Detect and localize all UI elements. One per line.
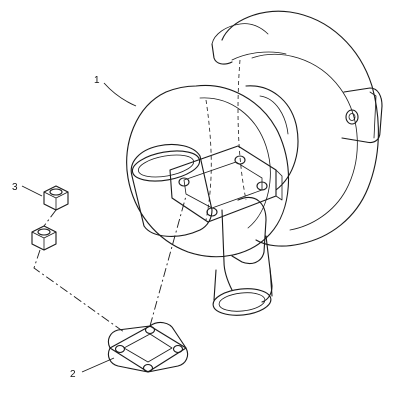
gasket	[107, 321, 189, 373]
assembly-centerline-flange	[149, 195, 187, 327]
housing-top-fitting	[211, 43, 233, 65]
hidden-line-compressor	[205, 99, 212, 221]
turbine-housing-outline	[221, 10, 379, 247]
compressor-housing-inner-ring	[199, 97, 271, 229]
compressor-inlet	[130, 143, 213, 237]
leader-line-1	[103, 82, 137, 107]
turbine-housing-rib	[231, 51, 287, 61]
callout-3: 3	[12, 182, 18, 193]
leader-line-2	[81, 357, 115, 373]
turbine-housing-inner-arc	[251, 53, 358, 231]
turbine-inlet-flange	[169, 145, 283, 223]
bearing-housing	[245, 85, 299, 191]
outlet-elbow	[221, 196, 273, 303]
side-boss	[341, 87, 383, 144]
turbine-housing-top-lip	[211, 23, 269, 45]
callout-1: 1	[94, 75, 100, 86]
compressor-housing-outline	[126, 84, 290, 258]
assembly-centerline-nuts	[33, 209, 125, 333]
turbocharger-assembly	[126, 10, 383, 316]
callout-2: 2	[70, 369, 76, 380]
nut-lower	[31, 225, 57, 251]
hidden-line-housing	[237, 59, 247, 201]
discharge-tube	[212, 267, 273, 316]
leader-line-3	[21, 185, 43, 197]
nut-upper	[43, 185, 69, 211]
